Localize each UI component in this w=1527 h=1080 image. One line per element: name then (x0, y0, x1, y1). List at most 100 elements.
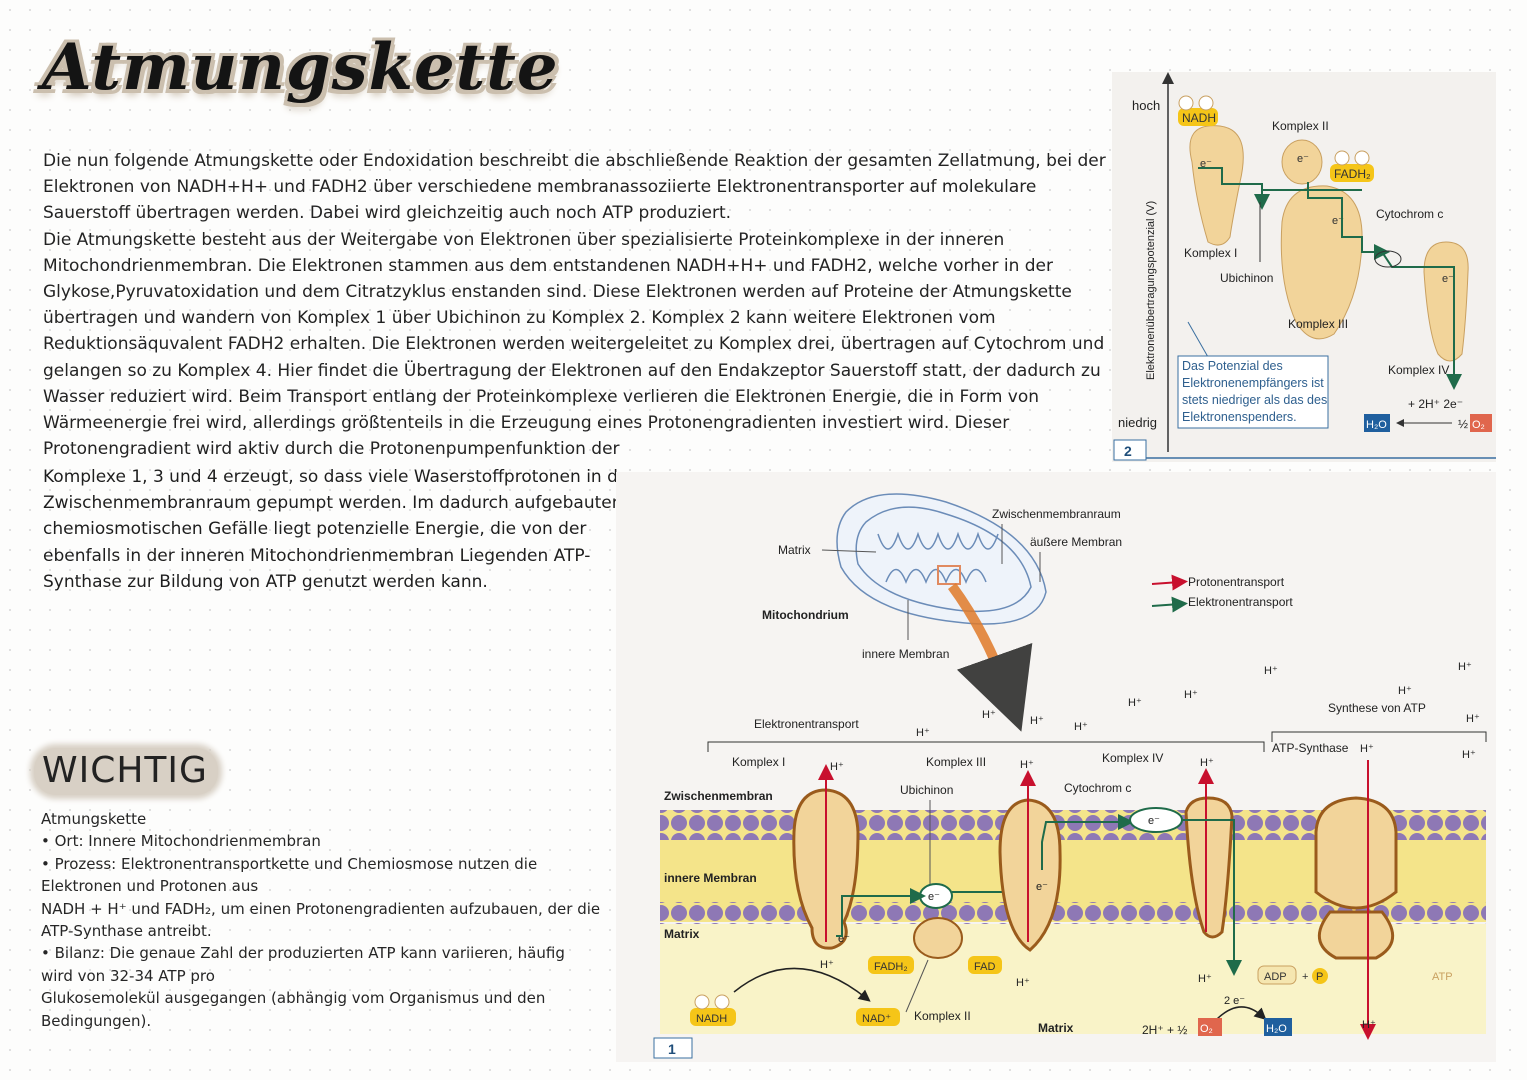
phosphate-badge (1312, 968, 1328, 984)
hplus-label: H⁺ (1362, 1019, 1376, 1031)
figure-number-box (1113, 439, 1147, 461)
nadh-badge (690, 1008, 736, 1026)
bracket-synthese (1271, 731, 1487, 742)
atp-label: ATP (1432, 971, 1453, 983)
o2-label: O₂ (1200, 1023, 1213, 1035)
electron-icon (1178, 95, 1194, 111)
cristae (885, 568, 987, 585)
electron-path (1041, 814, 1134, 870)
reaction-protons: + 2H⁺ 2e⁻ (1408, 397, 1463, 411)
h2o-label: H₂O (1366, 419, 1387, 431)
paragraph-details: Die Atmungskette besteht aus der Weiterg… (43, 229, 1105, 460)
figure-membrane-diagram: Matrix Mitochondrium Zwischenmembranraum… (616, 472, 1496, 1062)
legend-electron-arrow (1151, 596, 1188, 613)
legend-proton-arrow (1151, 574, 1188, 591)
komplex4-shape (1423, 241, 1469, 362)
half-label: ½ (1458, 417, 1468, 431)
komplex3-label: Komplex III (1288, 317, 1348, 331)
fad-badge (968, 956, 1002, 974)
electron-label: e⁻ (1442, 273, 1454, 285)
h2o-badge (1364, 414, 1390, 432)
hplus-label: H⁺ (1398, 685, 1412, 697)
hplus-label: H⁺ (1462, 749, 1476, 761)
electron-path (1307, 182, 1390, 260)
electron-icon (1354, 150, 1370, 166)
reaction-arrow (1215, 1006, 1267, 1021)
phosphate-label: P (1316, 971, 1323, 983)
pointer-line (821, 549, 877, 553)
cytochrom-ring (1374, 250, 1402, 268)
ubichinon-label: Ubichinon (1220, 271, 1273, 285)
komplex4-shape (1184, 796, 1234, 939)
legend-electron-label: Elektronentransport (1188, 595, 1293, 609)
fadh2-label: FADH₂ (874, 961, 908, 973)
zoom-arrow (947, 583, 1033, 732)
figure-number-box (653, 1037, 693, 1059)
note-pointer (1187, 321, 1209, 358)
o2-badge (1198, 1018, 1222, 1036)
h2o-label: H₂O (1266, 1023, 1287, 1035)
main-text: Die nun folgende Atmungskette oder Endox… (43, 148, 1118, 462)
note-line: • Bilanz: Die genaue Zahl der produziert… (41, 944, 565, 985)
komplex2-label: Komplex II (1272, 119, 1329, 133)
komplex4-label: Komplex IV (1388, 363, 1449, 377)
note-line: Glukosemolekül ausgegangen (abhängig vom… (41, 989, 546, 1030)
membrane-heads-bottom (660, 902, 1486, 924)
cytochrom-label: Cytochrom c (1064, 781, 1131, 795)
nadh-label: NADH (696, 1013, 727, 1025)
page-title: Atmungskette (42, 30, 559, 105)
figure-number: 1 (668, 1041, 676, 1057)
hplus-label: H⁺ (820, 959, 834, 971)
pointer-line (905, 959, 929, 1013)
hplus-label: H⁺ (1200, 757, 1214, 769)
nadplus-label: NAD⁺ (862, 1013, 891, 1025)
synthese-label: Synthese von ATP (1328, 701, 1426, 715)
electron-path (836, 888, 926, 937)
atp-synthase-label: ATP-Synthase (1272, 741, 1349, 755)
label-low: niedrig (1118, 415, 1157, 430)
nadh-label: NADH (1182, 111, 1216, 125)
figure-number: 2 (1124, 443, 1132, 459)
fad-label: FAD (974, 961, 995, 973)
komplex4-label: Komplex IV (1102, 751, 1163, 765)
note-box (1177, 355, 1329, 429)
bracket-transport (707, 741, 1265, 752)
fadh2-label: FADH₂ (1334, 167, 1371, 181)
electron-label: e⁻ (1297, 153, 1309, 165)
o2-label: O₂ (1472, 419, 1485, 431)
reaction-arrow (733, 967, 871, 1002)
zwischenmembranraum-label: Zwischenmembranraum (992, 507, 1121, 521)
cristae (877, 531, 999, 550)
hplus-label: H⁺ (916, 727, 930, 739)
matrix-side-label: Matrix (664, 927, 700, 941)
komplex2-shape (913, 917, 963, 959)
matrix-label: Matrix (778, 543, 811, 557)
label-high: hoch (1132, 98, 1160, 113)
hplus-label: H⁺ (830, 761, 844, 773)
two-electrons-label: 2 e⁻ (1224, 995, 1245, 1007)
atp-synthase-shape (1314, 796, 1398, 910)
note-line: • Prozess: Elektronentransportkette und … (41, 854, 538, 896)
h2o-badge (1264, 1018, 1292, 1036)
o2-badge (1470, 414, 1492, 432)
hplus-label: H⁺ (1458, 661, 1472, 673)
electron-label: e⁻ (838, 933, 850, 945)
electron-label: e⁻ (1148, 815, 1160, 827)
nadplus-badge (856, 1008, 900, 1026)
adp-badge (1257, 965, 1297, 985)
ubichinon-label: Ubichinon (900, 783, 953, 797)
innere-membran-label: innere Membran (664, 871, 757, 885)
komplex1-shape (1189, 125, 1244, 246)
wichtig-notes: Atmungskette • Ort: Innere Mitochondrien… (41, 808, 601, 1032)
paragraph-continued: Komplexe 1, 3 und 4 erzeugt, so dass vie… (43, 467, 640, 592)
hplus-label: H⁺ (1128, 697, 1142, 709)
electron-label: e⁻ (1036, 881, 1048, 893)
electron-icon (1334, 150, 1350, 166)
mitochondrium-label: Mitochondrium (762, 608, 849, 622)
matrix-bottom-label: Matrix (1038, 1021, 1074, 1035)
zoom-region (937, 565, 961, 585)
komplex3-shape (998, 798, 1062, 952)
electron-label: e⁻ (928, 891, 940, 903)
mitochondrion-inner (855, 506, 1032, 613)
komplex2-label: Komplex II (914, 1009, 971, 1023)
